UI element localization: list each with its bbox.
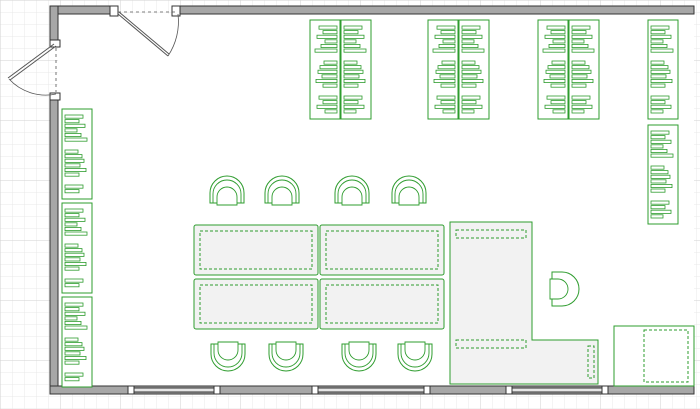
table-icon[interactable] xyxy=(319,224,445,276)
bookshelf-icon[interactable] xyxy=(568,19,600,120)
table-group xyxy=(193,224,445,330)
wall-left-upper xyxy=(49,5,59,45)
armchair-icon[interactable] xyxy=(549,271,580,307)
bookshelf-icon[interactable] xyxy=(458,19,490,120)
cabinet-icon[interactable] xyxy=(613,325,695,387)
armchair-icon[interactable] xyxy=(209,175,245,206)
armchair-icon[interactable] xyxy=(341,341,377,372)
wall-left-lower xyxy=(49,95,59,395)
armchair-icon[interactable] xyxy=(334,175,370,206)
armchair-icon[interactable] xyxy=(268,341,304,372)
bookshelf-icon[interactable] xyxy=(61,108,93,200)
bookshelf-icon[interactable] xyxy=(61,296,93,388)
bookshelf-icon[interactable] xyxy=(309,19,341,120)
bookshelf-icon[interactable] xyxy=(537,19,569,120)
table-icon[interactable] xyxy=(193,224,319,276)
door-swing-icon[interactable] xyxy=(7,43,57,96)
desk-icon[interactable] xyxy=(449,221,599,385)
door-jambs xyxy=(49,5,181,101)
armchair-icon[interactable] xyxy=(397,341,433,372)
bookshelf-icon[interactable] xyxy=(647,124,679,225)
table-icon[interactable] xyxy=(193,278,319,330)
bookshelf-icon[interactable] xyxy=(647,19,679,120)
wall-top xyxy=(177,5,695,15)
door-swing-icon[interactable] xyxy=(117,11,179,57)
armchair-icon[interactable] xyxy=(391,175,427,206)
wall-top-left xyxy=(49,5,113,15)
armchair-icon[interactable] xyxy=(264,175,300,206)
chair-group xyxy=(209,175,580,372)
table-icon[interactable] xyxy=(319,278,445,330)
armchair-icon[interactable] xyxy=(210,341,246,372)
bookshelf-icon[interactable] xyxy=(61,202,93,294)
bookshelf-icon[interactable] xyxy=(427,19,459,120)
bookshelf-group xyxy=(61,19,679,388)
window-marks xyxy=(127,385,609,395)
bookshelf-icon[interactable] xyxy=(340,19,372,120)
